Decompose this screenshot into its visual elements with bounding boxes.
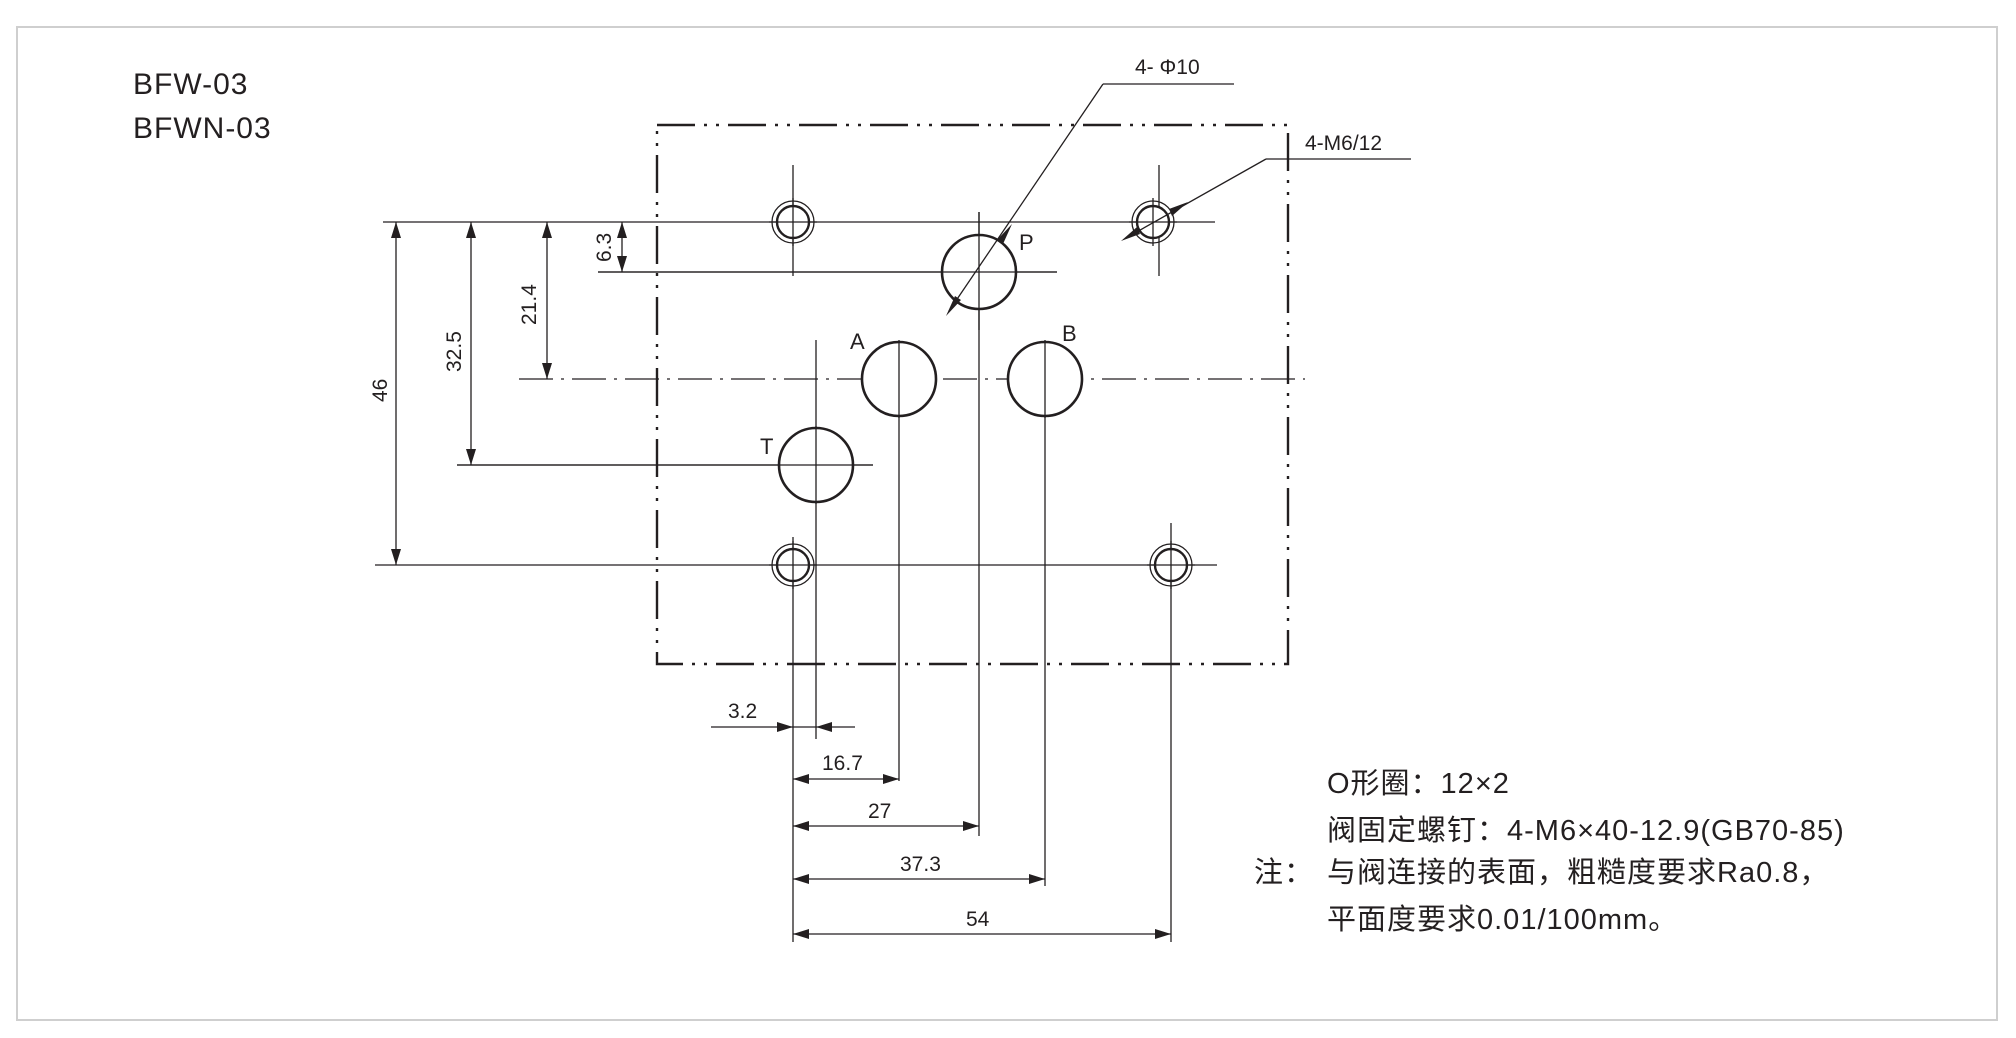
callout-screw-holes: 4-M6/12 (1121, 132, 1411, 241)
dim-3-2-text: 3.2 (728, 700, 757, 723)
dim-6-3-text: 6.3 (593, 233, 616, 262)
note-screw: 阀固定螺钉：4-M6×40-12.9(GB70-85) (1327, 814, 1845, 847)
dim-46: 46 (369, 222, 401, 565)
dim-54: 54 (793, 908, 1171, 939)
dim-37-3-text: 37.3 (900, 853, 941, 876)
note-flatness: 平面度要求0.01/100mm。 (1327, 903, 1678, 936)
port-t-label: T (760, 434, 773, 459)
drawing-frame (16, 26, 1998, 1021)
model-label-2: BFWN-03 (133, 112, 272, 145)
dim-16-7: 16.7 (793, 752, 899, 784)
dim-37-3: 37.3 (793, 853, 1045, 884)
dim-27: 27 (793, 800, 979, 831)
model-label-1: BFW-03 (133, 68, 248, 101)
port-p-label: P (1019, 230, 1034, 255)
mounting-surface-outline (655, 123, 1290, 666)
dim-21-4-text: 21.4 (518, 284, 541, 325)
dim-3-2: 3.2 (711, 700, 855, 732)
note-oring: O形圈：12×2 (1327, 768, 1510, 800)
dim-32-5-text: 32.5 (443, 331, 466, 372)
dim-21-4: 21.4 (518, 222, 552, 379)
port-a-label: A (850, 329, 865, 354)
dim-46-text: 46 (369, 379, 392, 402)
dim-32-5: 32.5 (443, 222, 476, 465)
dim-16-7-text: 16.7 (822, 752, 863, 775)
callout-port-holes-text: 4- Φ10 (1135, 56, 1200, 79)
note-surface-roughness: 与阀连接的表面，粗糙度要求Ra0.8， (1327, 856, 1829, 889)
dim-54-text: 54 (966, 908, 990, 931)
callout-port-holes: 4- Φ10 (946, 56, 1234, 316)
port-b-label: B (1062, 321, 1077, 346)
note-prefix: 注： (1254, 856, 1314, 889)
callout-screw-holes-text: 4-M6/12 (1305, 132, 1382, 155)
dim-27-text: 27 (868, 800, 891, 823)
dim-6-3: 6.3 (593, 222, 627, 272)
